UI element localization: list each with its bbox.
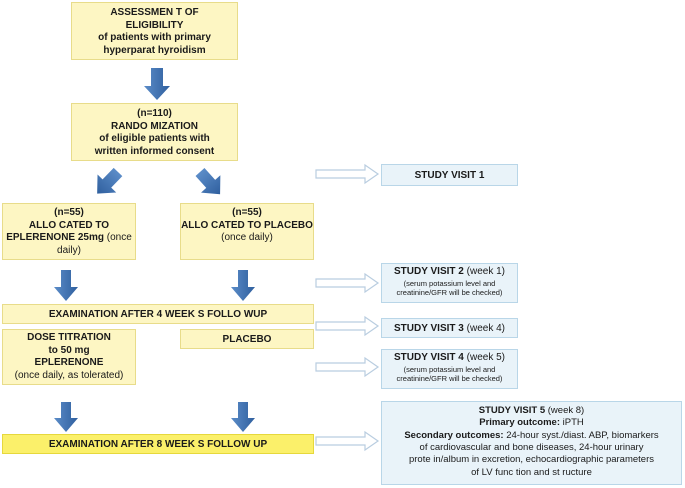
secondary-outcomes-line-1: 24-hour syst./diast. ABP, biomarkers: [503, 429, 659, 441]
dose-titration-line-3: EPLERENONE: [34, 357, 104, 368]
eplerenone-arm-line-3: daily): [57, 244, 81, 256]
dose-titration-line-1: DOSE TITRATION: [27, 332, 111, 343]
study-visit-2-title: STUDY VISIT 2: [394, 266, 464, 277]
exam-8-weeks-box: EXAMINATION AFTER 8 WEEK S FOLLOW UP: [2, 434, 314, 454]
arrow-to-visit-2: [315, 272, 380, 294]
study-visit-4-week: (week 5): [463, 352, 505, 363]
arrow-down-eplerenone: [54, 270, 78, 301]
arrow-diag-right: [195, 167, 221, 195]
randomization-n: (n=110): [137, 108, 172, 119]
exam-4-weeks-label: EXAMINATION AFTER 4 WEEK S FOLLO WUP: [48, 309, 268, 320]
study-visit-5-week: (week 8): [545, 405, 585, 416]
assessment-box: ASSESSMEN T OF ELIGIBILITY of patients w…: [71, 2, 238, 60]
arrow-down-placebo: [231, 270, 255, 301]
study-visit-4-note-1: (serum potassium level and: [403, 364, 496, 374]
secondary-outcomes-line-2: of cardiovascular and bone diseases, 24-…: [419, 442, 644, 454]
placebo-continue-box: PLACEBO: [180, 329, 314, 349]
assessment-line-4: hyperparat hyroidism: [103, 44, 206, 56]
secondary-outcomes-line-4: of LV func tion and st ructure: [471, 466, 592, 478]
placebo-arm-n: (n=55): [232, 207, 262, 218]
study-visit-4-box: STUDY VISIT 4 (week 5) (serum potassium …: [381, 349, 518, 389]
study-visit-3-week: (week 4): [463, 323, 505, 334]
arrow-down-assessment: [144, 68, 170, 100]
study-visit-2-week: (week 1): [463, 266, 505, 277]
assessment-line-3: of patients with primary: [98, 32, 211, 43]
assessment-line-1: ASSESSMEN T OF: [110, 7, 199, 18]
placebo-continue-label: PLACEBO: [222, 334, 272, 345]
arrow-to-visit-1: [315, 163, 380, 185]
randomization-line-1: RANDO MIZATION: [110, 120, 199, 132]
eplerenone-arm-drug: EPLERENONE 25mg: [6, 232, 104, 243]
study-visit-4-note-2: creatinine/GFR will be checked): [396, 374, 503, 384]
dose-titration-line-4: (once daily, as tolerated): [14, 369, 124, 381]
study-visit-3-box: STUDY VISIT 3 (week 4): [381, 318, 518, 338]
study-visit-1-title: STUDY VISIT 1: [414, 170, 485, 181]
randomization-box: (n=110) RANDO MIZATION of eligible patie…: [71, 103, 238, 161]
placebo-arm-box: (n=55) ALLO CATED TO PLACEBO (once daily…: [180, 203, 314, 260]
study-visit-2-box: STUDY VISIT 2 (week 1) (serum potassium …: [381, 263, 518, 303]
exam-8-weeks-label: EXAMINATION AFTER 8 WEEK S FOLLOW UP: [48, 439, 268, 450]
study-visit-2-note-1: (serum potassium level and: [403, 278, 496, 288]
study-visit-5-title: STUDY VISIT 5: [478, 405, 546, 416]
randomization-line-3: written informed consent: [94, 145, 215, 157]
primary-outcome-value: iPTH: [560, 417, 584, 429]
eplerenone-arm-line-1: ALLO CATED TO: [28, 219, 110, 231]
secondary-outcomes-label: Secondary outcomes:: [404, 429, 504, 441]
study-visit-5-box: STUDY VISIT 5 (week 8) Primary outcome: …: [381, 401, 682, 485]
exam-4-weeks-box: EXAMINATION AFTER 4 WEEK S FOLLO WUP: [2, 304, 314, 324]
arrow-down-placebo-2: [231, 402, 255, 432]
placebo-arm-line-2: (once daily): [221, 232, 273, 243]
arrow-down-titration: [54, 402, 78, 432]
study-visit-2-note-2: creatinine/GFR will be checked): [396, 288, 503, 298]
arrow-to-visit-3: [315, 315, 380, 337]
eplerenone-arm-n: (n=55): [54, 207, 84, 218]
randomization-line-2: of eligible patients with: [99, 133, 210, 144]
study-visit-1-box: STUDY VISIT 1: [381, 164, 518, 186]
study-visit-3-title: STUDY VISIT 3: [394, 323, 464, 334]
placebo-arm-line-1: ALLO CATED TO PLACEBO: [181, 219, 313, 231]
arrow-to-visit-4: [315, 356, 380, 378]
dose-titration-box: DOSE TITRATION to 50 mg EPLERENONE (once…: [2, 329, 136, 385]
primary-outcome-label: Primary outcome:: [479, 417, 561, 429]
assessment-line-2: ELIGIBILITY: [125, 19, 184, 31]
study-visit-4-title: STUDY VISIT 4: [394, 352, 464, 363]
arrow-to-visit-5: [315, 430, 380, 452]
dose-titration-line-2: to 50 mg: [48, 344, 90, 356]
arrow-diag-left: [97, 167, 123, 194]
secondary-outcomes-line-3: prote in/album in excretion, echocardiog…: [408, 454, 655, 466]
eplerenone-arm-dose: (once: [104, 232, 132, 243]
eplerenone-arm-box: (n=55) ALLO CATED TO EPLERENONE 25mg (on…: [2, 203, 136, 260]
